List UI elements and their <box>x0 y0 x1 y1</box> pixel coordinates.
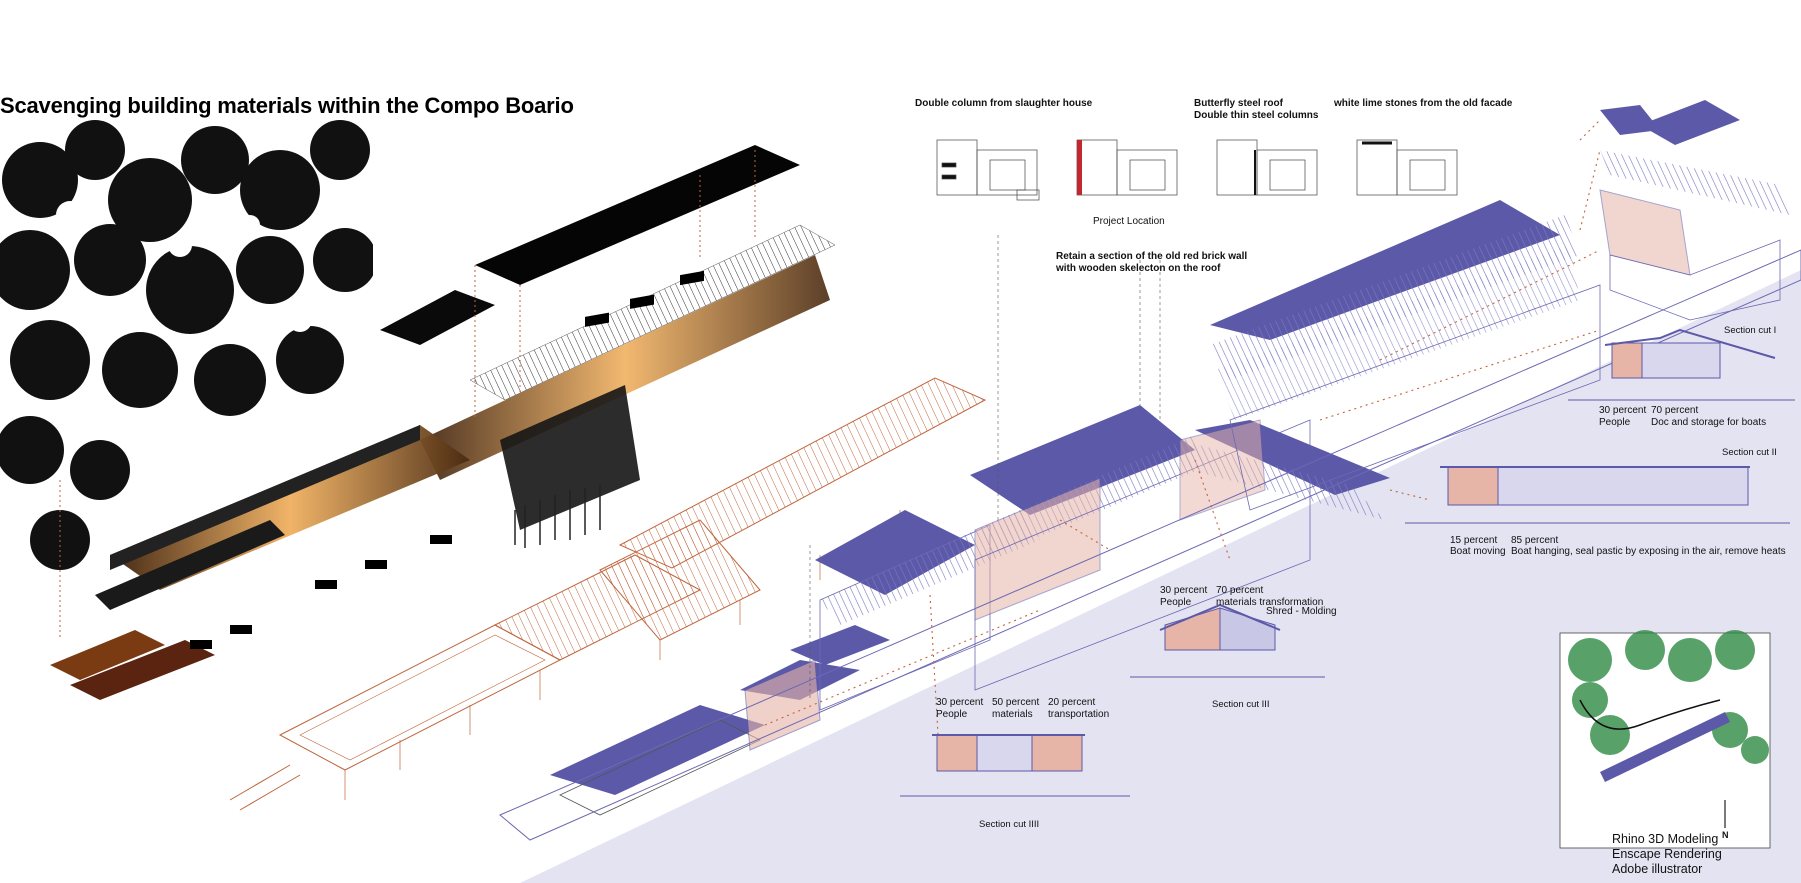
section-cut-IIII-p2: 50 percent <box>992 697 1040 708</box>
section-cut-IIII-drawing <box>900 734 1130 797</box>
section-cut-I-p2-desc: Doc and storage for boats <box>1651 417 1767 428</box>
section-cut-II-p2-desc: Boat hanging, seal pastic by exposing in… <box>1511 546 1786 557</box>
section-cut-IIII-p3-desc: transportation <box>1048 709 1110 720</box>
label-double-column: Double column from slaughter house <box>915 98 1093 109</box>
section-cut-III-p2-desc: materials transformation <box>1216 597 1324 608</box>
section-cut-III-p1-desc: People <box>1160 597 1192 608</box>
purple-exploded-building <box>499 100 1801 841</box>
plan-thumbnails <box>936 139 1458 201</box>
label-red-brick-line1: Retain a section of the old red brick wa… <box>1056 251 1248 262</box>
section-cut-IIII-p2-desc: materials <box>992 709 1033 720</box>
copper-wireframe-building <box>229 377 987 811</box>
section-cut-I-p1-desc: People <box>1599 417 1631 428</box>
section-cut-III-label: Section cut III <box>1212 699 1270 710</box>
section-cut-II-drawing <box>1405 466 1790 524</box>
label-thin-columns: Double thin steel columns <box>1194 110 1319 121</box>
section-cut-II-p1-desc: Boat moving <box>1450 546 1506 557</box>
page-title: Scavenging building materials within the… <box>0 93 574 118</box>
section-cut-III-process: Shred - Molding <box>1266 606 1337 617</box>
label-lime-stones: white lime stones from the old facade <box>1334 98 1513 109</box>
section-cut-II-p2: 85 percent <box>1511 535 1559 546</box>
ground-plane <box>520 270 1801 883</box>
software-credits: Rhino 3D Modeling Enscape Rendering Adob… <box>1612 832 1722 877</box>
dark-rendered-building <box>50 145 836 700</box>
label-butterfly-roof: Butterfly steel roof <box>1194 98 1283 109</box>
section-cut-II-label: Section cut II <box>1722 447 1777 458</box>
section-cut-III-p1: 30 percent <box>1160 585 1208 596</box>
section-cut-I-p2: 70 percent <box>1651 405 1699 416</box>
credit-line-2: Enscape Rendering <box>1612 847 1722 861</box>
section-cut-IIII-p1-desc: People <box>936 709 968 720</box>
label-red-brick-line2: with wooden skelecton on the roof <box>1056 263 1221 274</box>
section-cut-III-p2: 70 percent <box>1216 585 1264 596</box>
credit-line-1: Rhino 3D Modeling <box>1612 832 1719 846</box>
section-cut-III-drawing <box>1130 603 1325 678</box>
section-cut-IIII-label: Section cut IIII <box>979 819 1040 830</box>
section-cut-IIII-p1: 30 percent <box>936 697 984 708</box>
section-cut-I-label: Section cut I <box>1724 325 1777 336</box>
credit-line-3: Adobe illustrator <box>1612 862 1703 876</box>
section-cut-IIII-p3: 20 percent <box>1048 697 1096 708</box>
north-arrow-label: N <box>1722 830 1729 840</box>
section-cut-I-p1: 30 percent <box>1599 405 1647 416</box>
section-cut-I-drawing <box>1568 328 1795 401</box>
site-plan-inset <box>1559 630 1771 849</box>
label-project-location: Project Location <box>1093 216 1165 227</box>
section-cut-II-p1: 15 percent <box>1450 535 1498 546</box>
